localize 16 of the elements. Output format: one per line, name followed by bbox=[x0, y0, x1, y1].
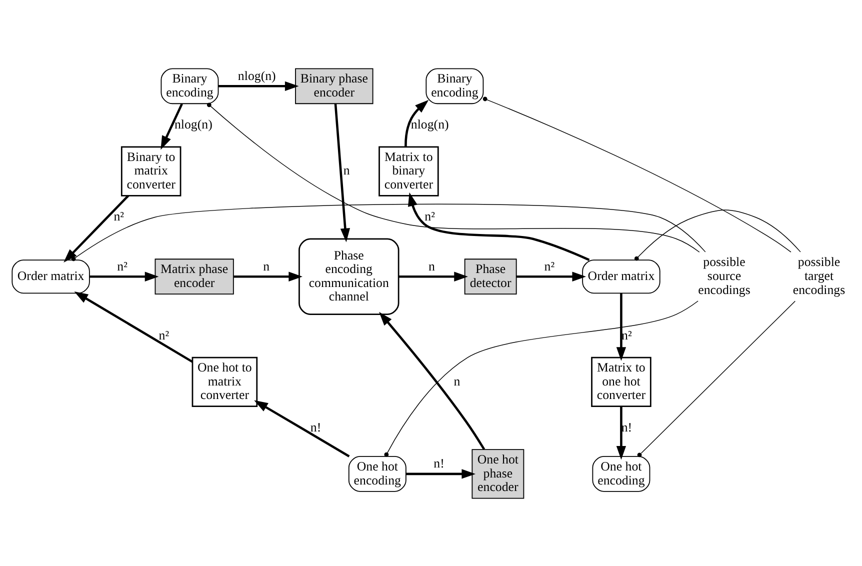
edge-label: n bbox=[263, 258, 270, 273]
edge-label: n bbox=[343, 163, 350, 178]
edge-label: n² bbox=[158, 328, 170, 342]
edge-label: n! bbox=[434, 456, 444, 470]
edge-label: nlog(n) bbox=[410, 117, 449, 132]
edge-label: n² bbox=[117, 258, 128, 273]
edge-label: n² bbox=[544, 258, 555, 273]
edge-label: nlog(n) bbox=[238, 68, 276, 82]
edge-label: nlog(n) bbox=[174, 117, 212, 132]
edge-label: n bbox=[428, 258, 435, 273]
edge-label: n bbox=[454, 374, 460, 388]
node-text: possible target encodings bbox=[792, 254, 846, 296]
edge-label: n! bbox=[310, 420, 322, 434]
edge-label: n² bbox=[424, 209, 436, 224]
node-text: possible source encodings bbox=[698, 254, 750, 296]
edge-label: n² bbox=[114, 209, 124, 224]
